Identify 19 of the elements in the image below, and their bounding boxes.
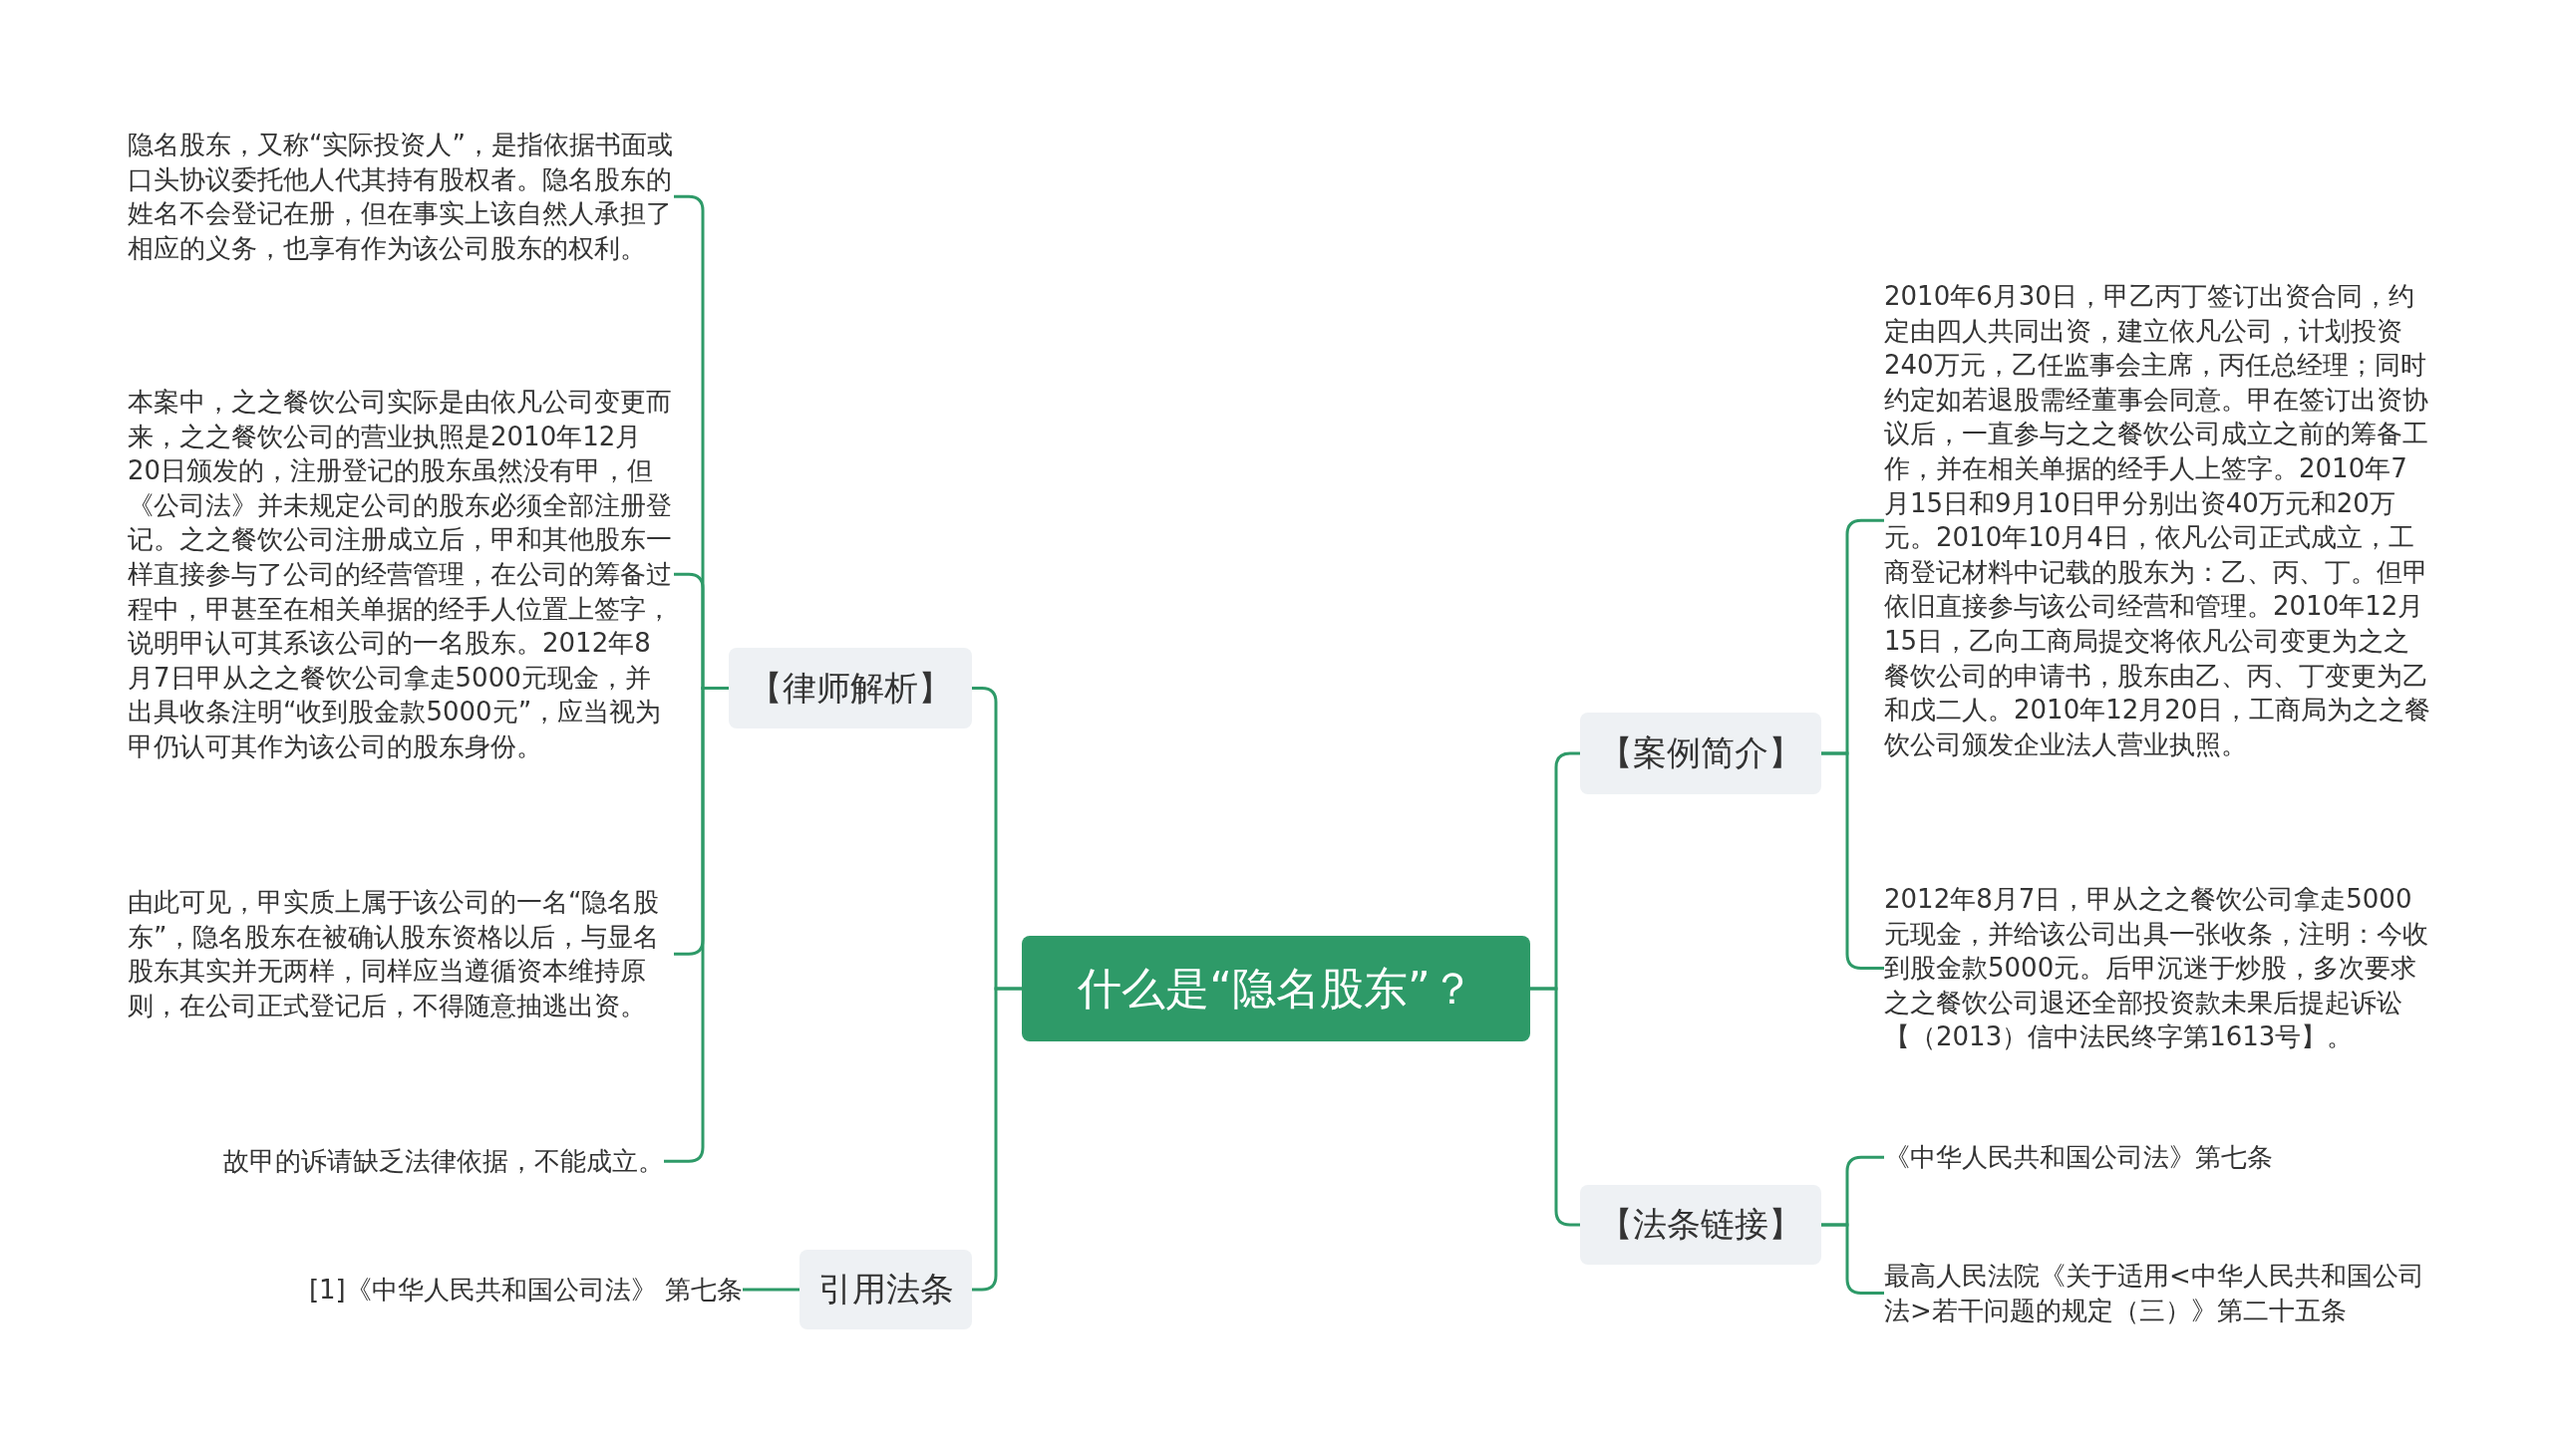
connector-line xyxy=(972,987,1022,1292)
topic-text: 《中华人民共和国公司法》第七条 xyxy=(1884,1140,2273,1175)
topic-text: 本案中，之之餐饮公司实际是由依凡公司变更而来，之之餐饮公司的营业执照是2010年12月20日颁发的，注册登记的股东虽然没有甲，但《公司法》并未规定公司的股东必须全部注册登记。之之餐饮公司注册成立后，甲和其他股东一样直接参与了公司的经营管理，在公司的筹备过程中，甲甚至在相关单据的经手人位置上签字，说明甲认可其系该公司的一名股东。2012年8月7日甲从之之餐饮公司拿走5000元现金，并出具收条注明“收到股金款5000元”，应当视为甲仍认可其作为该公司的股东身份。 xyxy=(128,385,674,764)
connector-line xyxy=(1821,751,1884,970)
topic-text: [1]《中华人民共和国公司法》 第七条 xyxy=(308,1273,743,1308)
topic-text: 2012年8月7日，甲从之之餐饮公司拿走5000元现金，并给该公司出具一张收条，注明：今收到股金款5000元。后甲沉迷于炒股，多次要求之之餐饮公司退还全部投资款未果后提起诉讼【（2013）信中法民终字第1613号】。 xyxy=(1884,882,2432,1054)
topic-box: 【案例简介】 xyxy=(1580,713,1821,794)
topic-text: 故甲的诉请缺乏法律依据，不能成立。 xyxy=(223,1144,664,1179)
connector-line xyxy=(1821,1223,1884,1296)
central-topic-box: 什么是“隐名股东”？ xyxy=(1022,936,1530,1041)
topic-text: 隐名股东，又称“实际投资人”，是指依据书面或口头协议委托他人代其持有股权者。隐名股东的姓名不会登记在册，但在事实上该自然人承担了相应的义务，也享有作为该公司股东的权利。 xyxy=(128,128,674,266)
topic-text: 由此可见，甲实质上属于该公司的一名“隐名股东”，隐名股东在被确认股东资格以后，与显名股东其实并无两样，同样应当遵循资本维持原则，在公司正式登记后，不得随意抽逃出资。 xyxy=(128,885,674,1023)
topic-text: 2010年6月30日，甲乙丙丁签订出资合同，约定由四人共同出资，建立依凡公司，计划投资240万元，乙任监事会主席，丙任总经理；同时约定如若退股需经董事会同意。甲在签订出资协议后，一直参与之之餐饮公司成立之前的筹备工作，并在相关单据的经手人上签字。2010年7月15日和9月10日甲分别出资40万元和20万元。2010年10月4日，依凡公司正式成立，工商登记材料中记载的股东为：乙、丙、丁。但甲依旧直接参与该公司经营和管理。2010年12月15日，乙向工商局提交将依凡公司变更为之之餐饮公司的申请书，股东由乙、丙、丁变更为乙和戊二人。2010年12月20日，工商局为之之餐饮公司颁发企业法人营业执照。 xyxy=(1884,279,2432,762)
connector-line xyxy=(1530,987,1580,1227)
topic-box: 引用法条 xyxy=(799,1250,972,1329)
topic-box: 【律师解析】 xyxy=(729,648,972,728)
connector-line xyxy=(743,1288,799,1292)
topic-text: 最高人民法院《关于适用<中华人民共和国公司法>若干问题的规定（三）》第二十五条 xyxy=(1884,1259,2432,1328)
topic-box: 【法条链接】 xyxy=(1580,1185,1821,1265)
